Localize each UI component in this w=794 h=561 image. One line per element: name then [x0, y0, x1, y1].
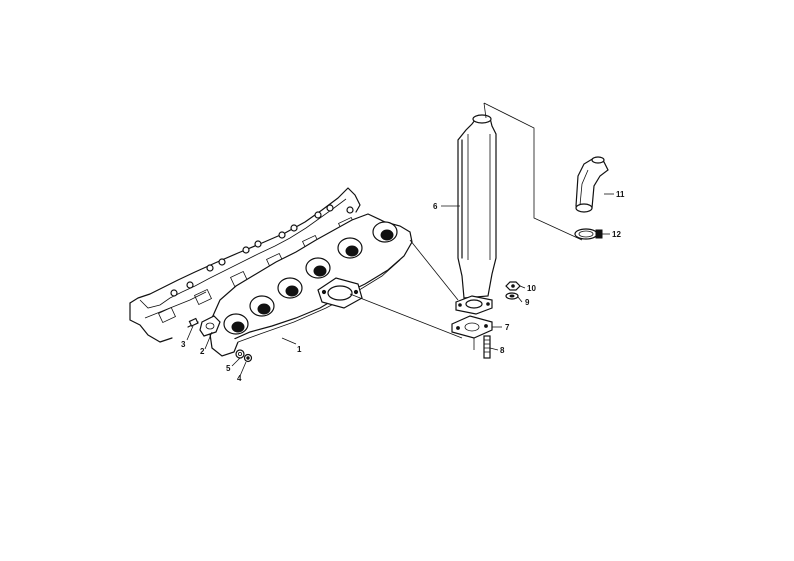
gasket-2	[199, 315, 221, 337]
manifold-runners	[223, 221, 398, 335]
callout-10: 10	[527, 284, 536, 293]
cylinder-head	[129, 187, 361, 343]
callout-1: 1	[297, 345, 302, 354]
stud-3	[187, 317, 199, 328]
manifold-hardware	[187, 315, 253, 363]
washer-9	[505, 292, 519, 300]
washer-4	[243, 353, 253, 363]
assembly-guide-lines	[349, 102, 583, 350]
nut-5	[235, 349, 245, 359]
callout-5: 5	[226, 364, 231, 373]
callout-11: 11	[616, 190, 625, 199]
callout-6: 6	[433, 202, 438, 211]
callout-7: 7	[505, 323, 510, 332]
stud-8	[483, 335, 491, 359]
exhaust-manifold	[209, 213, 413, 357]
callout-leaders	[186, 193, 614, 377]
callout-4: 4	[237, 374, 242, 383]
manifold-outlet-flange	[317, 277, 363, 309]
callout-8: 8	[500, 346, 505, 355]
tail-pipe	[575, 156, 609, 213]
muffler	[455, 114, 497, 315]
callout-12: 12	[612, 230, 621, 239]
callout-3: 3	[181, 340, 186, 349]
flange-gasket	[451, 315, 493, 339]
callout-labels: 1 2 3 4 5 6 7 8 9 10 11 12	[181, 190, 625, 383]
pipe-clamp	[574, 228, 603, 240]
callout-2: 2	[200, 347, 205, 356]
callout-9: 9	[525, 298, 530, 307]
nut-10	[505, 281, 521, 291]
